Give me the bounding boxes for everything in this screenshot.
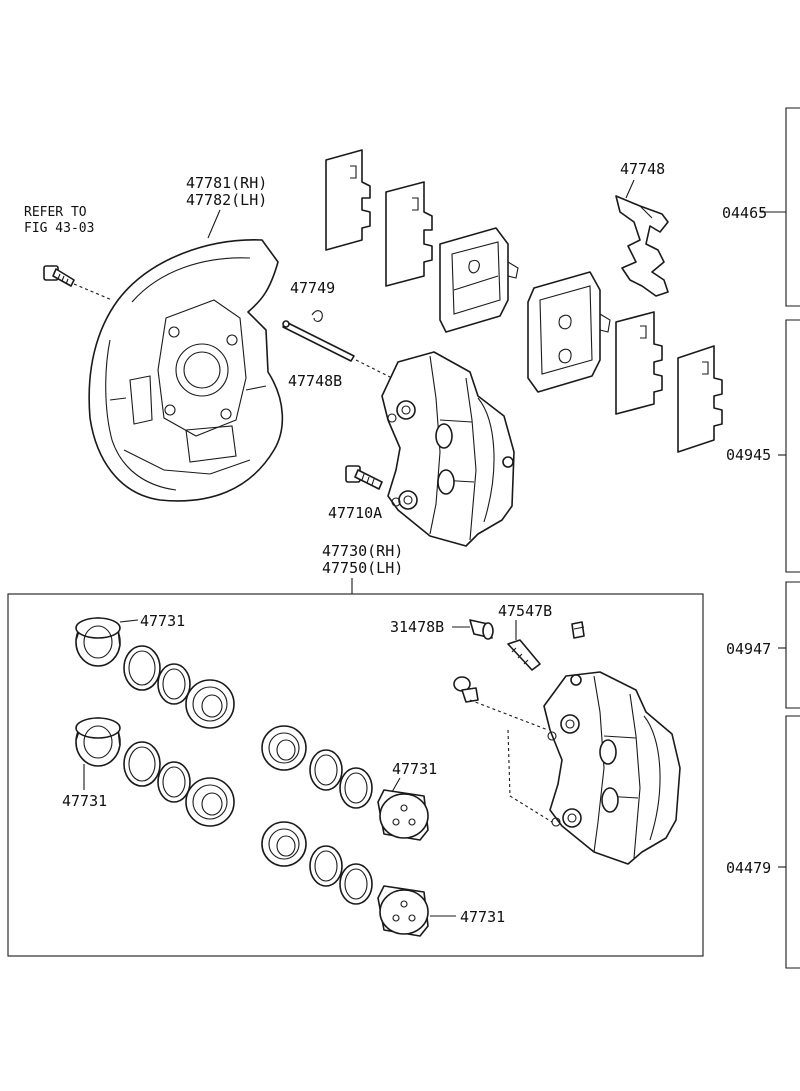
brake-pad-1 — [439, 227, 519, 333]
seal-ring-1 — [123, 645, 161, 691]
kit-bracket-2 — [785, 319, 800, 573]
kit-bracket-3 — [785, 581, 800, 709]
dust-boot-3 — [261, 725, 307, 771]
brake-pad-2 — [527, 271, 611, 393]
label-47748B: 47748B — [288, 372, 342, 390]
kit-brackets — [760, 107, 800, 969]
label-47547B: 47547B — [498, 602, 552, 620]
dust-boot-4 — [261, 821, 307, 867]
kit-label-2: 04945 — [726, 446, 771, 464]
piston-middle-right — [377, 789, 429, 841]
shield-bolt — [43, 265, 75, 287]
shim-1 — [325, 149, 371, 251]
dust-boot-1 — [185, 679, 235, 729]
kit-bracket-4 — [785, 715, 800, 969]
kit-label-4: 04479 — [726, 859, 771, 877]
refer-note-line2: FIG 43-03 — [24, 221, 94, 236]
kit-bracket-1 — [785, 107, 800, 307]
label-47710A: 47710A — [328, 504, 382, 522]
bleeder-cap — [469, 619, 494, 640]
label-47730: 47730(RH) — [322, 542, 403, 560]
shim-4 — [677, 345, 723, 453]
label-47782: 47782(LH) — [186, 191, 267, 209]
piston-upper-left — [75, 617, 121, 667]
shim-3 — [615, 311, 663, 415]
dust-shield — [88, 239, 284, 502]
plug — [453, 676, 479, 703]
label-31478B: 31478B — [390, 618, 444, 636]
label-47731-c: 47731 — [392, 760, 437, 778]
label-47749: 47749 — [290, 279, 335, 297]
label-47781: 47781(RH) — [186, 174, 267, 192]
label-47731-a: 47731 — [140, 612, 185, 630]
caliper-bolt — [345, 465, 383, 490]
pin — [282, 320, 355, 362]
caliper-kit-frame — [7, 593, 704, 957]
kit-label-1: 04465 — [722, 204, 767, 222]
clip — [311, 310, 323, 322]
dust-boot-2 — [185, 777, 235, 827]
upper-caliper — [381, 351, 515, 547]
anti-rattle-spring — [615, 195, 669, 297]
seal-ring-3 — [123, 741, 161, 787]
bleeder-valve — [507, 639, 541, 671]
piston-lower-right — [377, 885, 429, 937]
piston-lower-left — [75, 717, 121, 767]
small-fitting — [571, 621, 585, 639]
shim-2 — [385, 181, 433, 287]
label-47731-b: 47731 — [62, 792, 107, 810]
label-47750: 47750(LH) — [322, 559, 403, 577]
refer-note-line1: REFER TO — [24, 205, 87, 220]
lower-caliper — [543, 671, 681, 865]
label-47748: 47748 — [620, 160, 665, 178]
kit-label-3: 04947 — [726, 640, 771, 658]
label-47731-d: 47731 — [460, 908, 505, 926]
